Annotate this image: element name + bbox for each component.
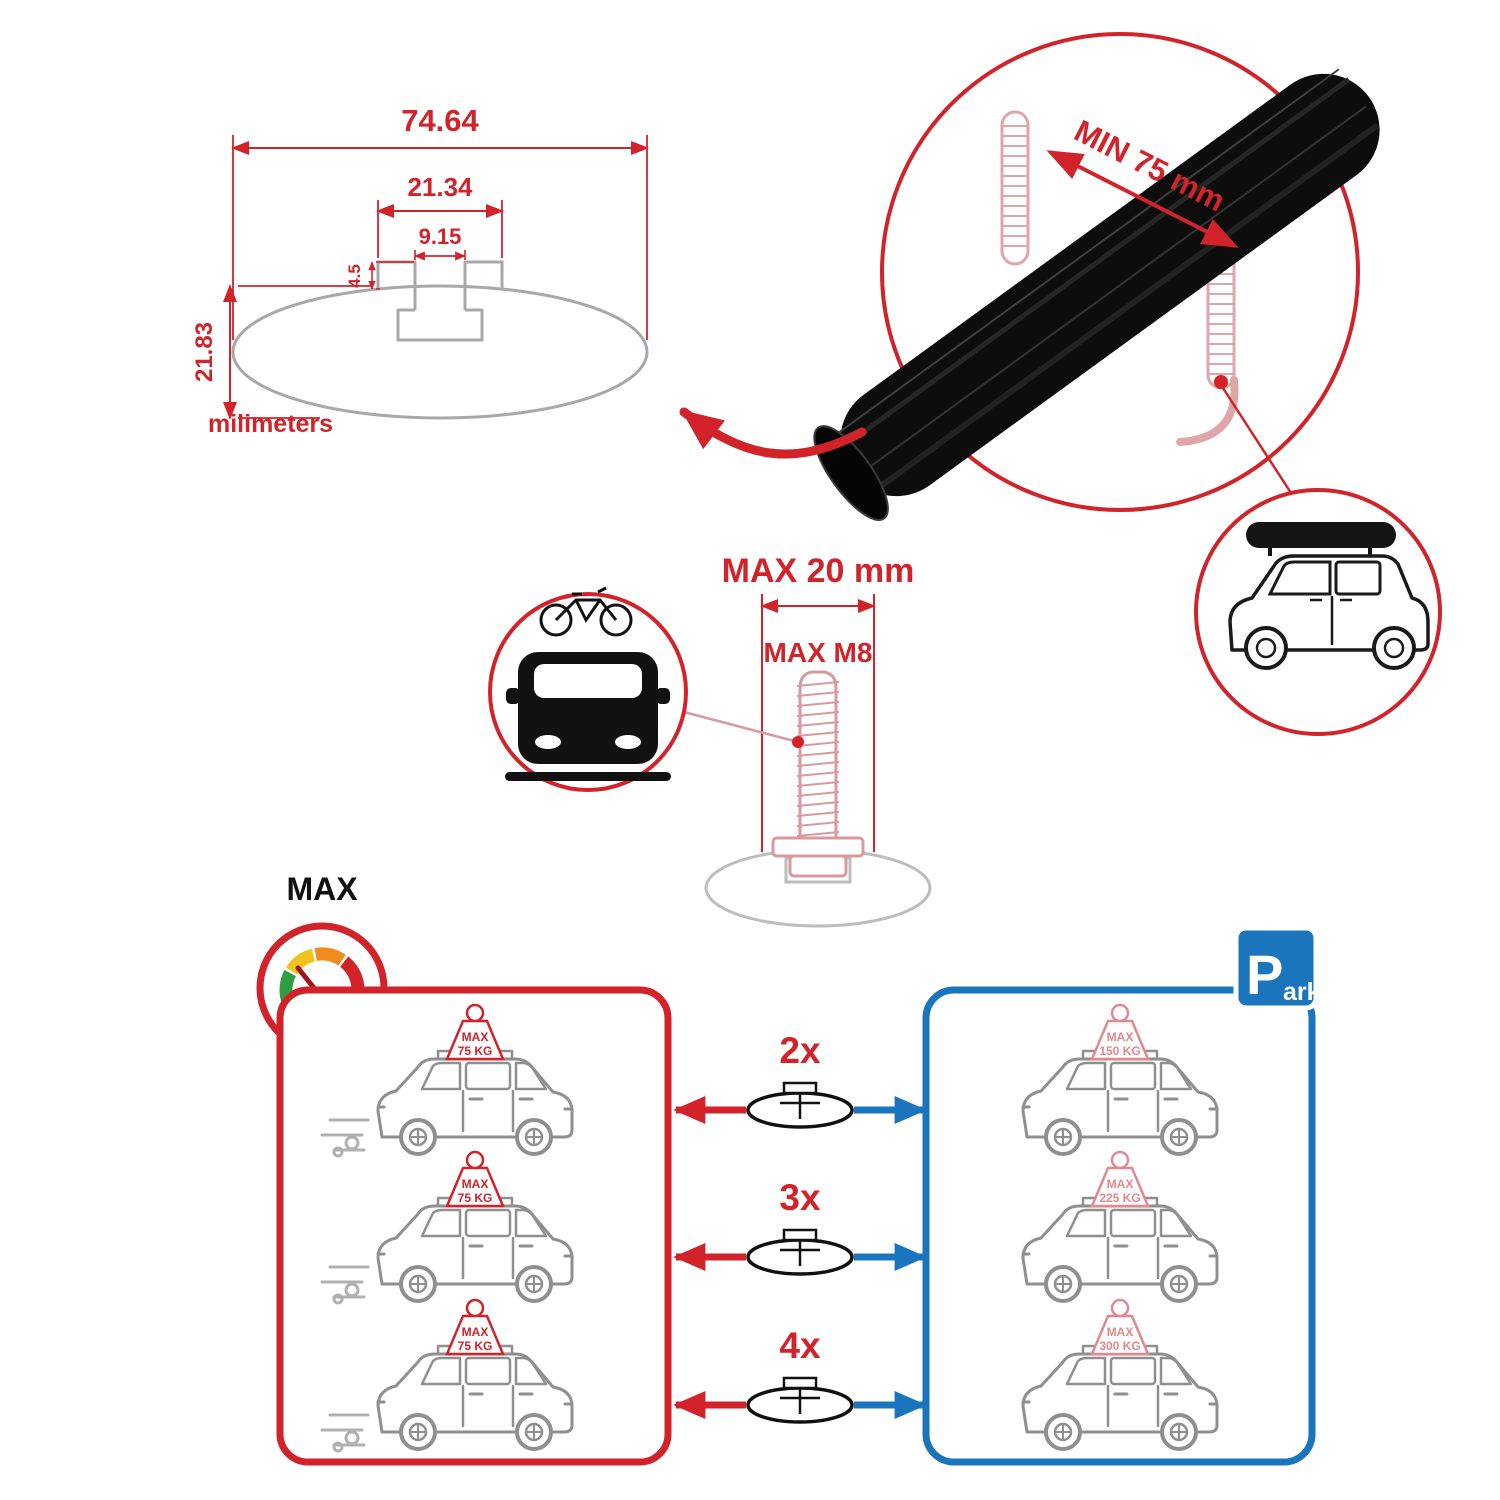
svg-text:75 KG: 75 KG <box>458 1191 493 1205</box>
park-sign-p: P <box>1246 943 1283 1006</box>
gauge-max-label: MAX <box>286 871 358 907</box>
crossbar-section-icon <box>746 1376 854 1424</box>
svg-text:300 KG: 300 KG <box>1099 1339 1140 1353</box>
svg-text:150 KG: 150 KG <box>1099 1044 1140 1058</box>
bolt-callout-dot <box>792 736 804 748</box>
svg-text:MAX: MAX <box>462 1177 489 1191</box>
row-count-label: 4x <box>779 1325 821 1366</box>
bicycle-icon <box>539 586 633 637</box>
dim-slot-width-label: 9.15 <box>419 224 462 249</box>
car-bike-circle <box>488 586 688 792</box>
car-front-icon <box>505 652 671 781</box>
svg-text:225 KG: 225 KG <box>1099 1191 1140 1205</box>
dim-slot-width <box>414 250 466 261</box>
suv-roofbox-icon <box>1228 522 1430 670</box>
bolt-max-width-label: MAX 20 mm <box>722 552 915 590</box>
dim-total-height <box>223 284 372 420</box>
svg-text:75 KG: 75 KG <box>458 1044 493 1058</box>
roof-load-tag: MAX 150 KG <box>1090 1003 1150 1061</box>
dim-step-height <box>368 261 414 290</box>
svg-text:MAX: MAX <box>1107 1177 1134 1191</box>
t-bolt-icon <box>771 670 865 878</box>
svg-text:75 KG: 75 KG <box>458 1339 493 1353</box>
row-count-label: 2x <box>779 1030 821 1071</box>
bolt-callout-line <box>683 710 799 744</box>
dim-bolt-width <box>760 594 876 852</box>
driving-load-panel: MAX 75 KG MAX 75 KG MAX 75 KG <box>276 986 672 1466</box>
roof-load-tag: MAX 300 KG <box>1090 1298 1150 1356</box>
park-sign-ark: ark <box>1283 978 1321 1006</box>
dim-total-width-label: 74.64 <box>401 103 479 138</box>
roof-load-tag: MAX 225 KG <box>1090 1150 1150 1208</box>
row-count-label: 3x <box>779 1177 821 1218</box>
dim-total-height-label: 21.83 <box>191 322 218 382</box>
svg-text:MAX: MAX <box>462 1030 489 1044</box>
bolt-diagram: MAX 20 mm MAX M8 <box>683 552 932 928</box>
callout-line <box>1219 384 1293 494</box>
dim-channel-width <box>376 200 504 258</box>
dim-channel-width-label: 21.34 <box>407 172 473 202</box>
units-label: milimeters <box>208 410 333 438</box>
crossbar-count-column: 2x 3x 4x <box>673 1030 927 1424</box>
min-span-arrow <box>1046 150 1239 248</box>
suv-roofbox-circle <box>1194 488 1442 736</box>
roof-load-tag: MAX 75 KG <box>445 1298 505 1356</box>
crossbar-section-icon <box>746 1228 854 1276</box>
profile-dimension-diagram: 74.64 21.34 9.15 4.5 21.83 milimeters <box>191 103 649 438</box>
motion-lines <box>320 1118 370 1453</box>
dim-step-height-label: 4.5 <box>345 264 364 288</box>
svg-text:MAX: MAX <box>1107 1030 1134 1044</box>
pointer-arrow-icon <box>679 407 867 459</box>
roof-load-tag: MAX 75 KG <box>445 1003 505 1061</box>
roof-load-tag: MAX 75 KG <box>445 1150 505 1208</box>
callout-dot <box>1214 375 1228 389</box>
svg-text:MAX: MAX <box>462 1325 489 1339</box>
bolt-thread-label: MAX M8 <box>764 637 873 668</box>
crossbar-section-icon <box>746 1081 854 1129</box>
svg-text:MAX: MAX <box>1107 1325 1134 1339</box>
park-sign: P ark <box>1233 925 1321 1011</box>
crossbar-detail-circle: MIN 75 mm <box>813 32 1380 521</box>
parked-load-panel: MAX 150 KG MAX 225 KG MAX 300 KG P ark <box>922 925 1321 1466</box>
